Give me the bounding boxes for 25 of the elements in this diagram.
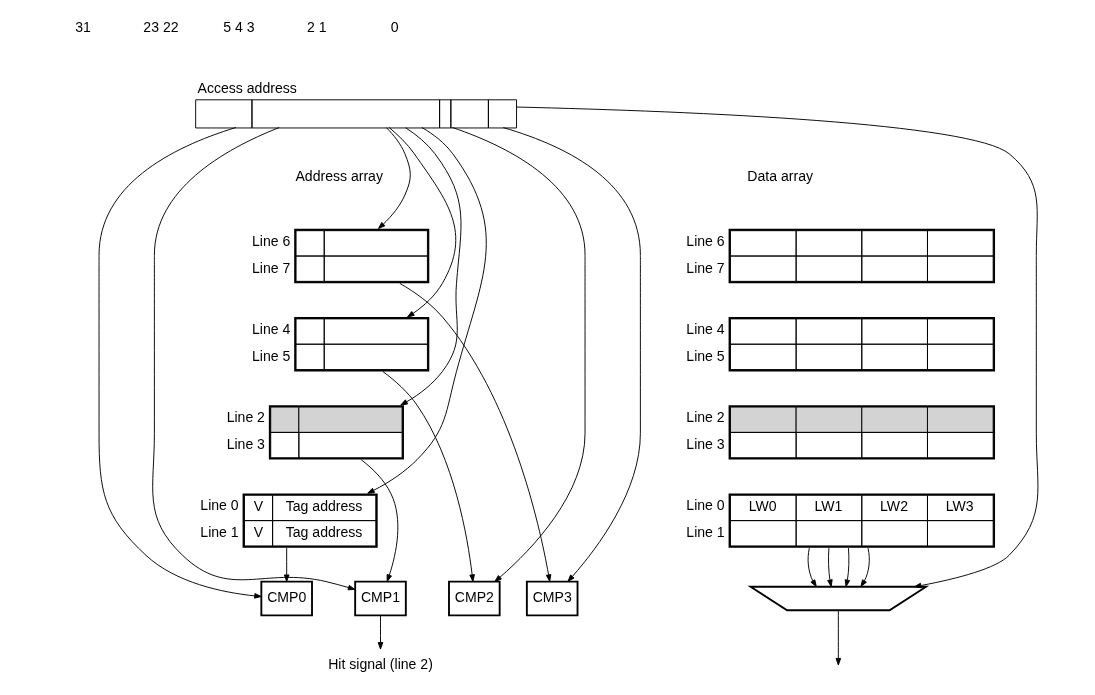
- label: 5 4 3: [222, 19, 254, 36]
- node-label: Line 0: [199, 497, 239, 514]
- label: 31: [74, 19, 91, 36]
- node-text: Hit signal (line 2): [327, 656, 433, 673]
- label: 23 22: [142, 19, 179, 36]
- label: 2 1: [306, 19, 326, 36]
- label: Data array: [746, 168, 813, 185]
- node-label: Line 2: [226, 409, 265, 426]
- node-label: Line 6: [251, 232, 290, 249]
- node-label: Access address: [197, 80, 297, 97]
- node-label: Line 5: [685, 348, 725, 365]
- node-label: Line 3: [226, 436, 265, 453]
- node-label: Line 1: [685, 524, 725, 541]
- node-label: Line 4: [685, 320, 725, 337]
- node-label: Line 5: [251, 348, 290, 365]
- label: 0: [390, 19, 398, 36]
- node-label: Line 1: [199, 524, 239, 541]
- node-label: Line 6: [685, 232, 725, 249]
- node-label: Line 3: [685, 436, 725, 453]
- node-label: Line 7: [685, 259, 725, 276]
- node-label: Line 4: [251, 320, 290, 337]
- node-label: Line 0: [685, 497, 725, 514]
- label: Address array: [294, 168, 383, 185]
- node-label: Line 7: [251, 259, 290, 276]
- node-label: Line 2: [685, 409, 725, 426]
